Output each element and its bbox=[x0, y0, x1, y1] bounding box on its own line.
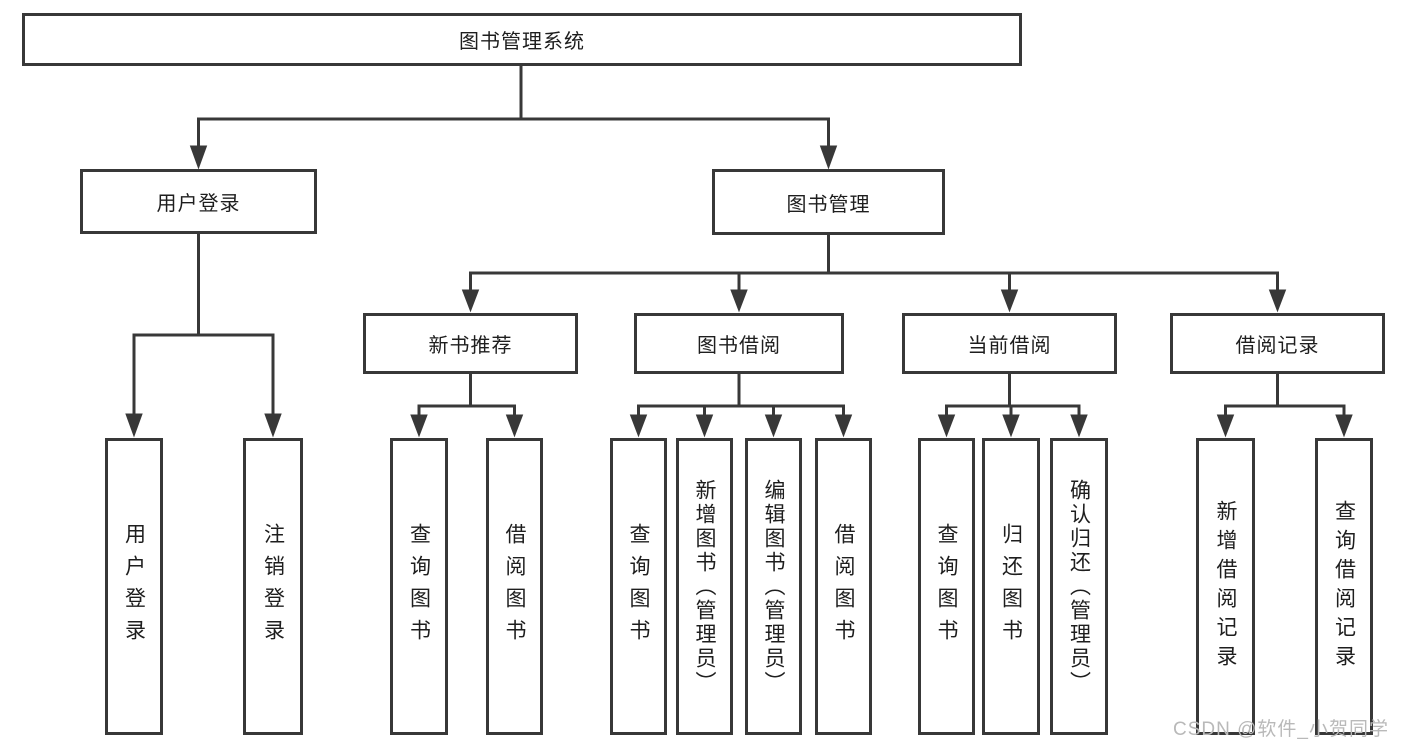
node-book-borrow-label: 图书借阅 bbox=[697, 335, 781, 357]
node-leaf-query-books-1-label: 查询图书 bbox=[407, 522, 431, 651]
arrowhead bbox=[1268, 289, 1287, 313]
node-leaf-query-books-2: 查询图书 bbox=[610, 438, 667, 735]
csdn-watermark: CSDN @软件_小贺同学 bbox=[1173, 719, 1389, 740]
node-book-borrow: 图书借阅 bbox=[634, 313, 844, 374]
node-leaf-borrow-book-1-label: 借阅图书 bbox=[503, 522, 526, 651]
connector-user-login-children bbox=[125, 234, 282, 438]
arrowhead bbox=[264, 413, 282, 438]
arrowhead bbox=[1070, 414, 1088, 438]
arrowhead bbox=[730, 289, 748, 313]
arrowhead bbox=[819, 145, 838, 170]
node-leaf-query-books-3-label: 查询图书 bbox=[935, 522, 958, 651]
arrowhead bbox=[1000, 289, 1019, 313]
node-leaf-add-borrow-record-label: 新增借阅记录 bbox=[1214, 499, 1237, 674]
arrowhead bbox=[937, 414, 956, 438]
arrowhead bbox=[1002, 414, 1020, 438]
node-book-management: 图书管理 bbox=[712, 169, 945, 235]
node-leaf-logout: 注销登录 bbox=[243, 438, 303, 735]
connector-book-borrow-children bbox=[629, 374, 853, 438]
node-leaf-confirm-return-admin-label: 确认归还（管理员） bbox=[1067, 478, 1091, 695]
node-leaf-edit-book-admin: 编辑图书（管理员） bbox=[745, 438, 802, 735]
node-leaf-add-borrow-record: 新增借阅记录 bbox=[1196, 438, 1255, 735]
connector-root-to-level2 bbox=[189, 66, 838, 170]
connector-book-management-to-level3 bbox=[461, 235, 1287, 313]
node-leaf-query-books-3: 查询图书 bbox=[918, 438, 975, 735]
node-leaf-user-login: 用户登录 bbox=[105, 438, 163, 735]
node-leaf-return-book: 归还图书 bbox=[982, 438, 1040, 735]
arrowhead bbox=[834, 414, 853, 438]
arrowhead bbox=[629, 414, 648, 438]
node-book-management-label: 图书管理 bbox=[786, 193, 871, 216]
arrowhead bbox=[189, 145, 208, 170]
node-current-borrow: 当前借阅 bbox=[902, 313, 1117, 374]
connector-borrow-records-children bbox=[1216, 374, 1353, 438]
node-user-login-label: 用户登录 bbox=[156, 193, 241, 215]
node-leaf-logout-label: 注销登录 bbox=[261, 522, 285, 651]
connector-current-borrow-children bbox=[937, 374, 1088, 438]
arrowhead bbox=[764, 414, 783, 438]
node-borrow-records-label: 借阅记录 bbox=[1235, 335, 1320, 357]
node-library-system: 图书管理系统 bbox=[22, 13, 1022, 66]
node-leaf-user-login-label: 用户登录 bbox=[122, 522, 146, 651]
node-leaf-query-books-2-label: 查询图书 bbox=[627, 522, 650, 651]
node-leaf-return-book-label: 归还图书 bbox=[999, 522, 1023, 651]
arrowhead bbox=[461, 289, 480, 313]
node-borrow-records: 借阅记录 bbox=[1170, 313, 1385, 374]
node-new-book-recommend: 新书推荐 bbox=[363, 313, 578, 374]
arrowhead bbox=[1335, 414, 1353, 438]
node-leaf-borrow-book-1: 借阅图书 bbox=[486, 438, 543, 735]
node-library-system-label: 图书管理系统 bbox=[459, 31, 585, 53]
arrowhead bbox=[695, 414, 714, 438]
arrowhead bbox=[410, 414, 428, 438]
node-current-borrow-label: 当前借阅 bbox=[967, 335, 1052, 357]
arrowhead bbox=[125, 413, 143, 438]
node-leaf-edit-book-admin-label: 编辑图书（管理员） bbox=[762, 478, 785, 695]
arrowhead bbox=[505, 414, 524, 438]
node-leaf-confirm-return-admin: 确认归还（管理员） bbox=[1050, 438, 1108, 735]
node-leaf-query-books-1: 查询图书 bbox=[390, 438, 448, 735]
node-new-book-recommend-label: 新书推荐 bbox=[428, 335, 513, 357]
connector-new-book-recommend-children bbox=[410, 374, 524, 438]
node-leaf-query-borrow-record-label: 查询借阅记录 bbox=[1332, 499, 1356, 674]
node-leaf-query-borrow-record: 查询借阅记录 bbox=[1315, 438, 1373, 735]
node-leaf-borrow-book-2: 借阅图书 bbox=[815, 438, 872, 735]
arrowhead bbox=[1216, 414, 1235, 438]
node-leaf-borrow-book-2-label: 借阅图书 bbox=[832, 522, 855, 651]
node-leaf-add-book-admin: 新增图书（管理员） bbox=[676, 438, 733, 735]
node-user-login: 用户登录 bbox=[80, 169, 317, 234]
node-leaf-add-book-admin-label: 新增图书（管理员） bbox=[693, 478, 716, 695]
